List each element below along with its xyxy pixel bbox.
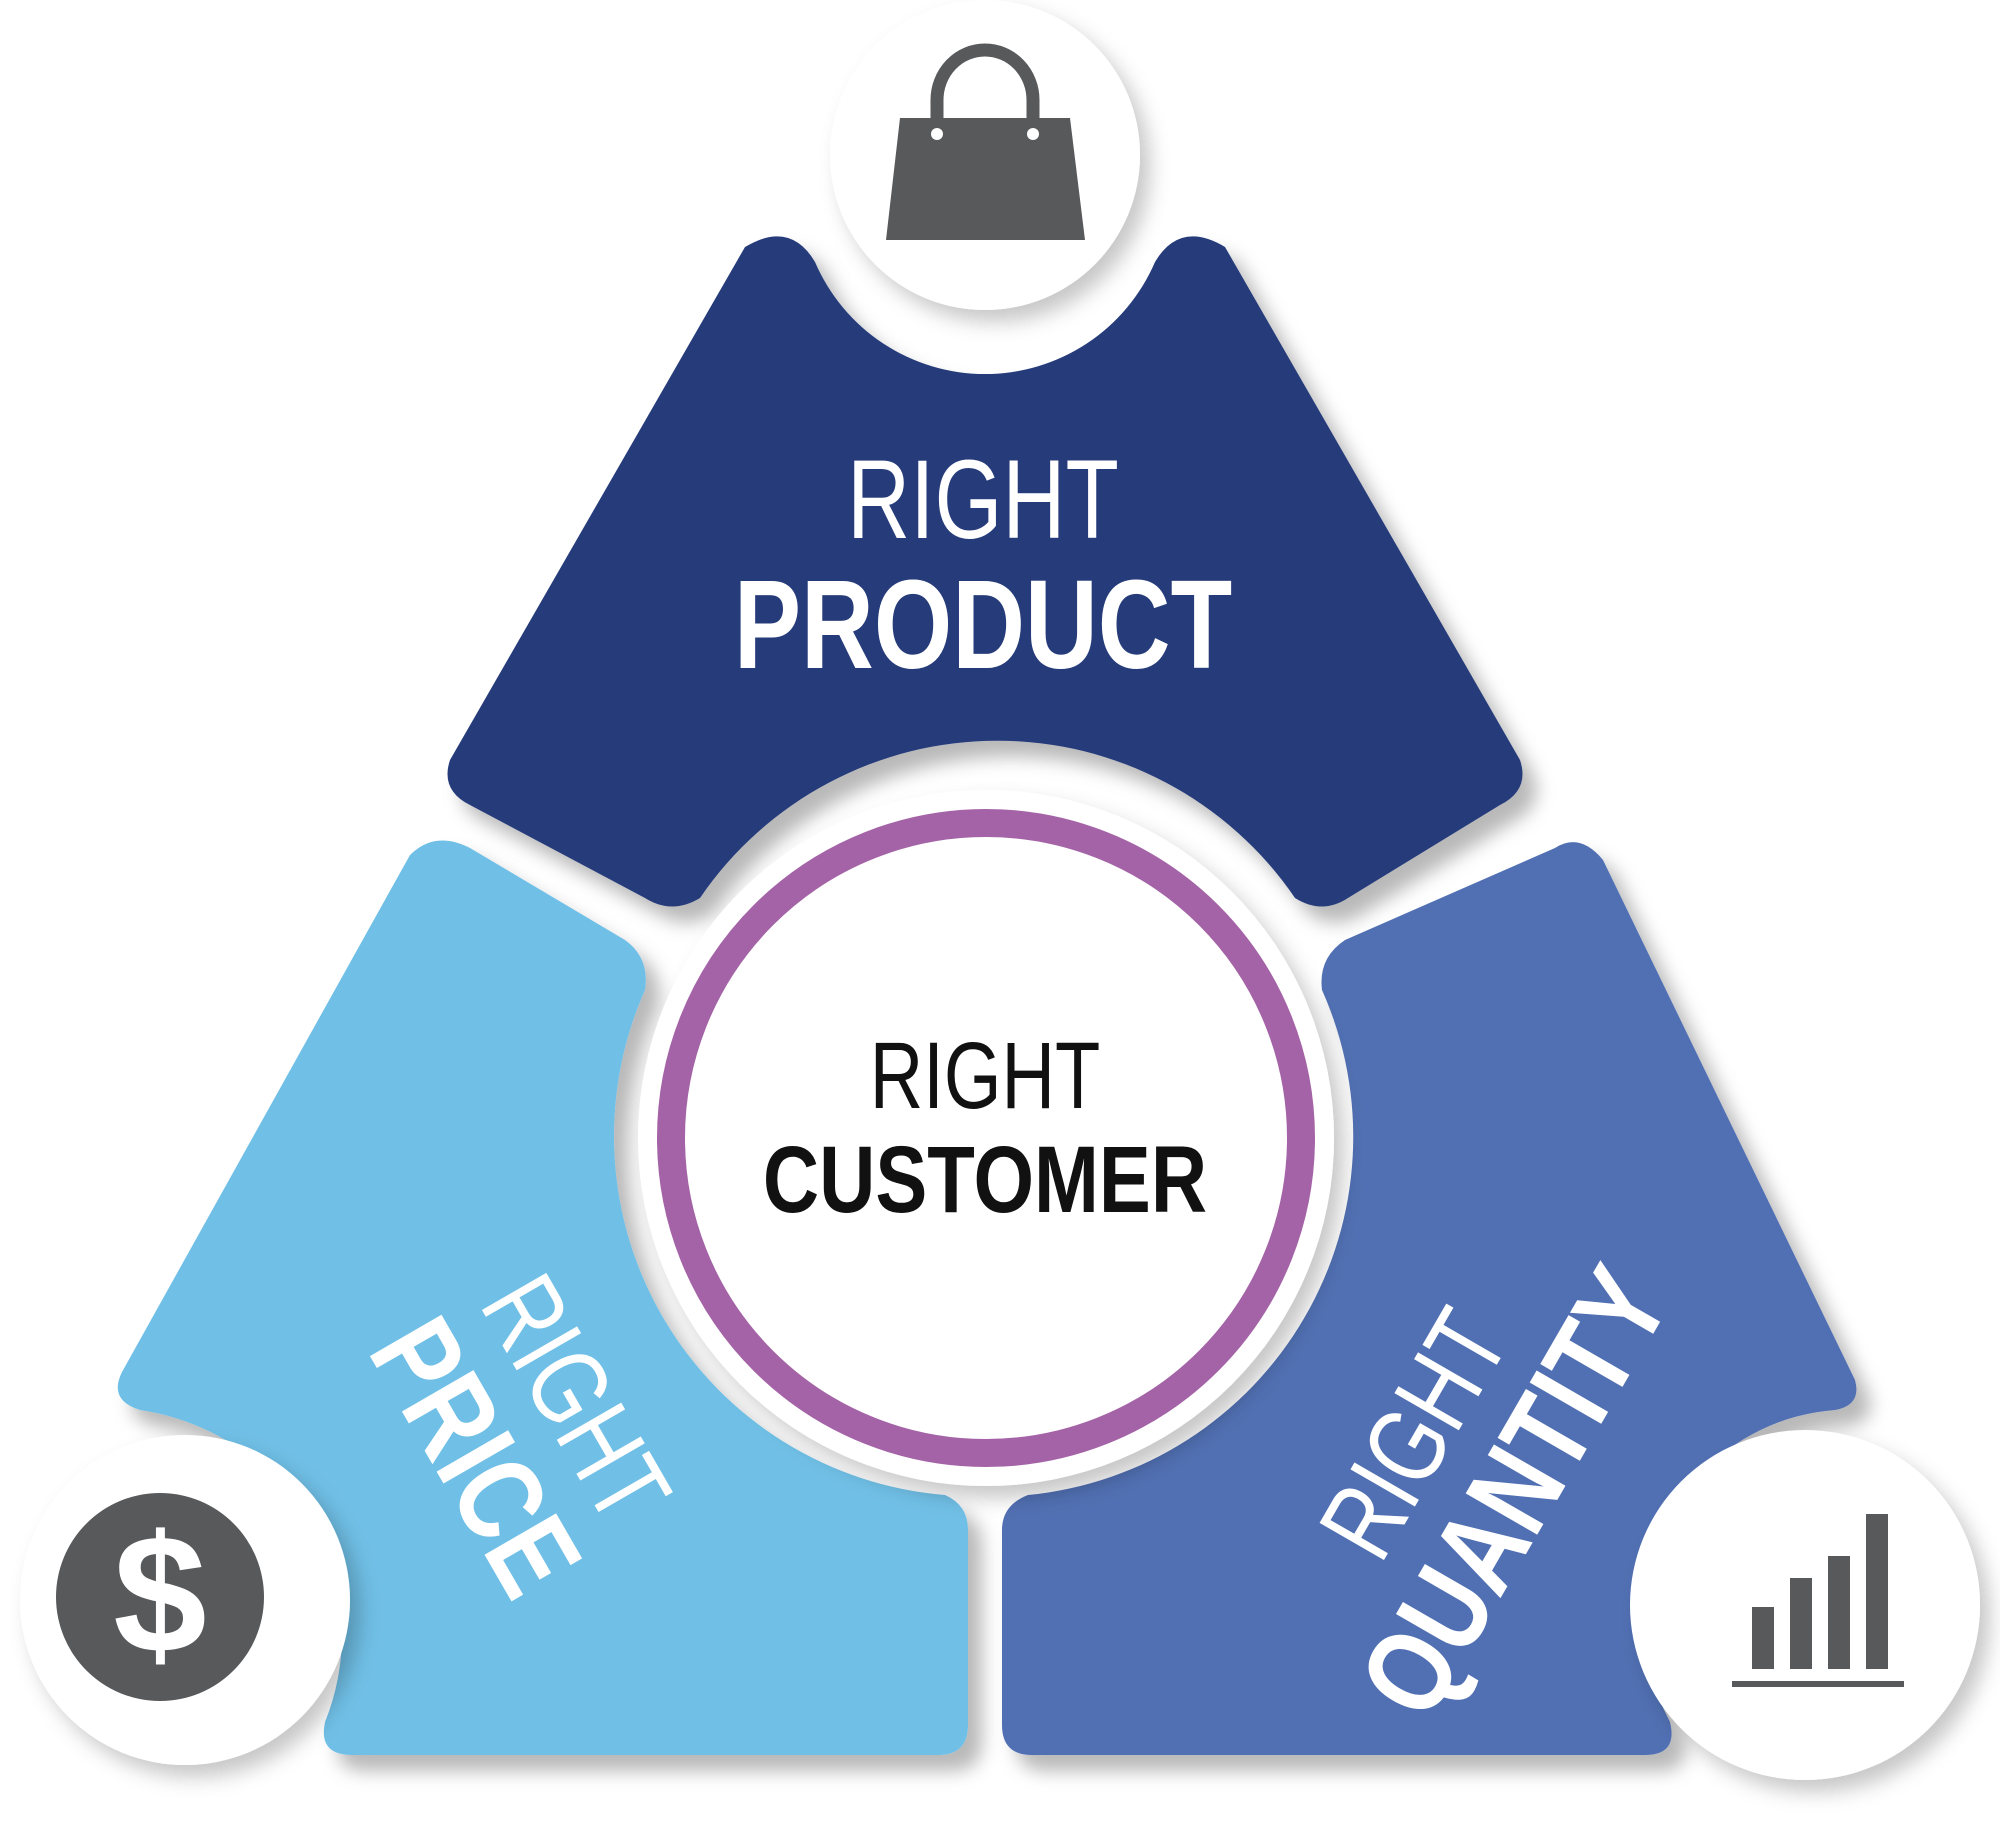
- product-label-line1: RIGHT: [847, 438, 1119, 563]
- center-ring: [657, 809, 1315, 1467]
- svg-text:$: $: [113, 1500, 206, 1688]
- center-circle: [638, 790, 1334, 1486]
- product-segment: [447, 236, 1523, 907]
- quantity-icon-badge: [1630, 1430, 1980, 1780]
- product-label-line2: PRODUCT: [734, 555, 1232, 695]
- product-icon-badge: [830, 0, 1140, 310]
- customer-label-line1: RIGHT: [870, 1023, 1101, 1129]
- dollar-icon: $: [56, 1493, 264, 1701]
- product-label: RIGHT PRODUCT: [734, 438, 1232, 696]
- bar-chart-icon: [1732, 1514, 1904, 1687]
- price-icon-badge: $: [20, 1435, 350, 1765]
- quantity-segment: [1002, 842, 1857, 1755]
- shopping-bag-icon: [886, 43, 1085, 240]
- customer-label-line2: CUSTOMER: [763, 1127, 1207, 1233]
- customer-label: RIGHT CUSTOMER: [763, 1023, 1207, 1233]
